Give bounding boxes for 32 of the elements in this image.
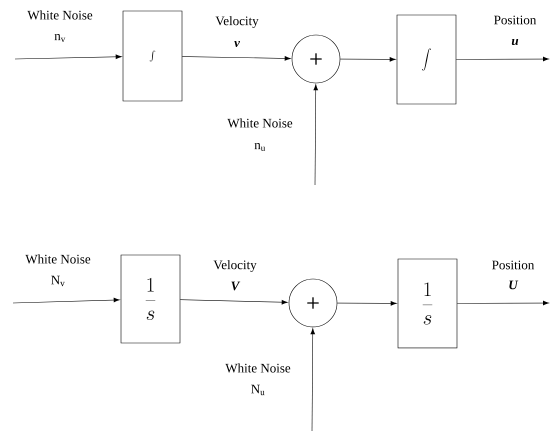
arrow [180, 299, 288, 305]
arrow [337, 301, 397, 306]
signal-label: v [234, 40, 240, 48]
signal-label: N$_{u}$ [251, 384, 265, 396]
signal-label: u [512, 38, 518, 46]
integrator-box: $\int$ [122, 10, 182, 102]
integrator-box: $\int$ [396, 14, 456, 104]
signal-label: n$_{u}$ [254, 142, 266, 151]
summing-junction: + [292, 34, 340, 84]
integrator-box: $\frac{1}{s}$ [120, 254, 180, 344]
arrow [12, 298, 120, 304]
arrow [310, 328, 316, 431]
arrow [457, 300, 549, 306]
arrow [313, 84, 318, 186]
arrow [14, 54, 122, 60]
signal-label: V [231, 282, 240, 290]
signal-label: Velocity [215, 16, 259, 28]
signal-label: Position [494, 16, 536, 24]
summing-junction: + [288, 278, 338, 328]
signal-label: White Noise [27, 10, 92, 20]
signal-label: White Noise [227, 118, 292, 128]
signal-label: Velocity [213, 260, 257, 272]
arrow [182, 56, 291, 61]
signal-label: N$_{v}$ [51, 276, 65, 286]
signal-label: n$_{v}$ [54, 34, 66, 42]
signal-label: U [509, 280, 518, 290]
signal-label: White Noise [25, 254, 90, 264]
arrow [340, 57, 396, 62]
signal-label: White Noise [225, 363, 290, 373]
arrow [456, 56, 549, 62]
integrator-box: $\frac{1}{s}$ [398, 258, 458, 348]
signal-label: Position [492, 260, 534, 270]
